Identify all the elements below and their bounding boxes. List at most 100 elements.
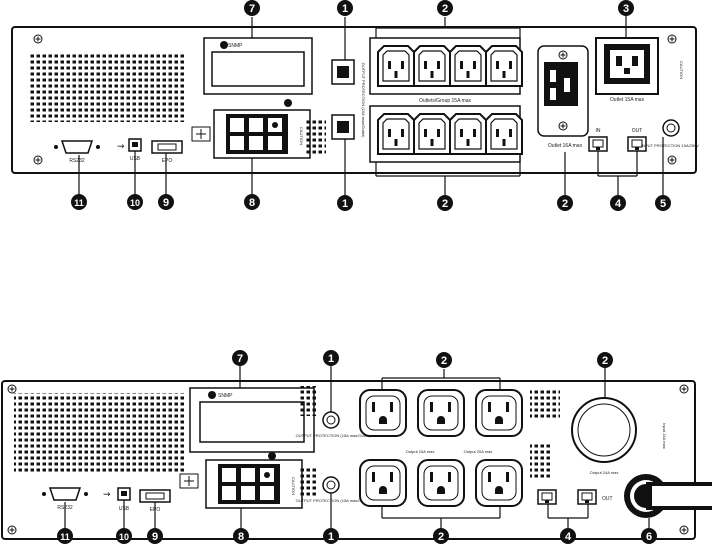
output-protection-label-1: OUTPUT PROTECTION (15A max/Outlet) (296, 433, 371, 438)
svg-text:8: 8 (249, 197, 255, 209)
callout-bot-10: 10 (116, 528, 132, 544)
ac-input-inlet: Outlet 15A max (595, 37, 659, 103)
small-vent (300, 466, 318, 496)
side-label: CAUTION (679, 61, 684, 79)
output-protection-label: OUTPUT PROTECTION (10A max/Outlet) (361, 63, 366, 138)
svg-text:8: 8 (238, 531, 244, 543)
external-battery-connector: CAUTION (179, 459, 303, 509)
svg-text:7: 7 (249, 3, 255, 15)
network-surge-ports: OUT (537, 489, 613, 505)
callout-bot-10: 10 (127, 194, 143, 210)
small-vent (306, 118, 326, 154)
svg-text:10: 10 (119, 532, 129, 542)
vent-block (530, 388, 560, 418)
svg-text:3: 3 (623, 3, 629, 15)
top-leader-lines (78, 16, 664, 196)
callout-top-3: 3 (618, 0, 634, 16)
callout-top-2b: 2 (597, 352, 613, 368)
svg-text:2: 2 (442, 198, 448, 210)
svg-text:6: 6 (646, 531, 652, 543)
nema-outlets: Output 15A max Output 20A max (359, 389, 523, 507)
vent-block (530, 444, 552, 478)
callout-top-1: 1 (323, 350, 339, 366)
output-breaker-1 (331, 59, 355, 85)
bottom-leader-lines (64, 366, 650, 528)
epo-label: EPO (162, 158, 173, 164)
usb-icon: ⇝ (117, 141, 125, 151)
battery-side-label: CAUTION (291, 477, 296, 495)
callout-bot-1: 1 (337, 195, 353, 211)
out-label: OUT (632, 128, 643, 134)
network-surge-ports: IN OUT (588, 128, 647, 152)
epo-port: EPO (151, 140, 183, 164)
svg-text:4: 4 (565, 531, 572, 543)
callout-bot-1: 1 (323, 528, 339, 544)
svg-text:1: 1 (328, 353, 334, 365)
svg-text:1: 1 (342, 198, 348, 210)
battery-side-label: CAUTION (299, 127, 304, 145)
callout-bot-5: 5 (655, 195, 671, 211)
output-protection-label-2: OUTPUT PROTECTION (15A max/Outlet) (296, 498, 371, 503)
small-vent (300, 386, 318, 416)
svg-text:5: 5 (660, 198, 666, 210)
callout-top-7: 7 (244, 0, 260, 16)
callout-top-1: 1 (337, 0, 353, 16)
svg-text:2: 2 (562, 198, 568, 210)
input-rating-label: Input 24A max (662, 423, 667, 449)
bottom-callouts: 7 1 2 2 11 10 9 8 1 2 4 6 (57, 350, 657, 544)
callout-bot-11: 11 (57, 528, 73, 544)
svg-text:2: 2 (441, 355, 447, 367)
svg-text:2: 2 (442, 3, 448, 15)
input-circuit-breaker: INPUT PROTECTION 15A/250V (641, 119, 699, 148)
out-label: OUT (602, 496, 613, 502)
output-breaker-2 (331, 114, 355, 140)
snmp-label: SNMP (218, 393, 233, 399)
svg-text:11: 11 (60, 532, 70, 542)
snmp-slot: SNMP (189, 387, 315, 460)
callout-bot-4: 4 (560, 528, 576, 544)
callout-bot-8: 8 (233, 528, 249, 544)
snmp-slot: SNMP (203, 37, 313, 107)
snmp-label: SNMP (228, 43, 243, 49)
callout-bot-8: 8 (244, 194, 260, 210)
input-power-cord (624, 474, 712, 518)
rs232-label: RS232 (69, 158, 85, 164)
svg-text:1: 1 (342, 3, 348, 15)
callout-bot-4: 4 (610, 195, 626, 211)
callout-bot-2b: 2 (557, 195, 573, 211)
svg-text:11: 11 (74, 198, 84, 208)
c19-label: Outlet 16A max (548, 143, 583, 149)
bottom-panel: RS232 ⇝ USB EPO SNMP (1, 380, 712, 540)
svg-text:10: 10 (130, 198, 140, 208)
c13-label: Outlet 15A max (610, 97, 645, 103)
callout-bot-11: 11 (71, 194, 87, 210)
svg-text:1: 1 (328, 531, 334, 543)
callout-bot-9: 9 (158, 194, 174, 210)
twist-lock-outlet: Output 24A max (571, 397, 637, 475)
callout-top-2: 2 (437, 0, 453, 16)
c13-outlet-group-top: Outlets/Group 15A max (369, 37, 523, 104)
outlet-group-label: Outlets/Group 15A max (419, 98, 471, 104)
callout-top-7: 7 (232, 350, 248, 366)
svg-text:7: 7 (237, 353, 243, 365)
rs232-port: RS232 (54, 140, 100, 164)
callout-bot-6: 6 (641, 528, 657, 544)
input-protection-label: INPUT PROTECTION 15A/250V (641, 143, 699, 148)
svg-text:4: 4 (615, 198, 622, 210)
vent-grille (28, 52, 186, 122)
svg-text:2: 2 (438, 531, 444, 543)
svg-text:2: 2 (602, 355, 608, 367)
vent-grille (14, 393, 184, 473)
callout-bot-2a: 2 (437, 195, 453, 211)
usb-icon: ⇝ (103, 489, 111, 499)
c19-outlet: Outlet 16A max (537, 45, 589, 149)
outlet-20a-label: Output 20A max (464, 449, 493, 454)
twist-lock-label: Output 24A max (590, 470, 619, 475)
svg-text:9: 9 (152, 531, 158, 543)
c13-outlet-group-bottom (369, 105, 523, 163)
top-panel: RS232 ⇝ USB EPO SNMP (11, 26, 699, 174)
callout-bot-9: 9 (147, 528, 163, 544)
top-callouts: 7 1 2 3 1 2 2 4 5 11 10 9 8 (71, 0, 671, 211)
svg-text:9: 9 (163, 197, 169, 209)
